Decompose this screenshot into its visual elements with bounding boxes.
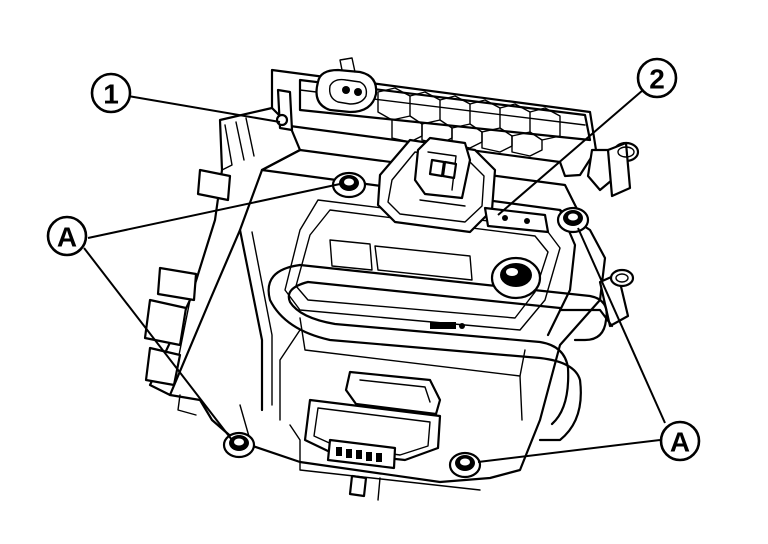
bolt-bottom-right [448,451,482,479]
leader-lines [83,89,666,463]
bolt-top-right [556,206,590,234]
callout-1-label: 1 [103,79,119,110]
marking [430,322,465,329]
round-port [490,256,542,300]
callout-a-left-label: A [57,222,77,253]
callout-a-left: A [46,215,88,257]
hose-loop [267,263,608,442]
inner-frame [279,239,526,421]
main-connector [376,136,550,234]
lower-connector [239,370,481,501]
callout-a-right-label: A [670,427,690,458]
bolt-top-left [331,171,367,199]
callout-a-right: A [659,420,701,462]
callout-2-label: 2 [649,64,665,95]
coolant-pipes [558,141,640,328]
callout-2: 2 [636,57,678,99]
callout-1: 1 [90,72,132,114]
